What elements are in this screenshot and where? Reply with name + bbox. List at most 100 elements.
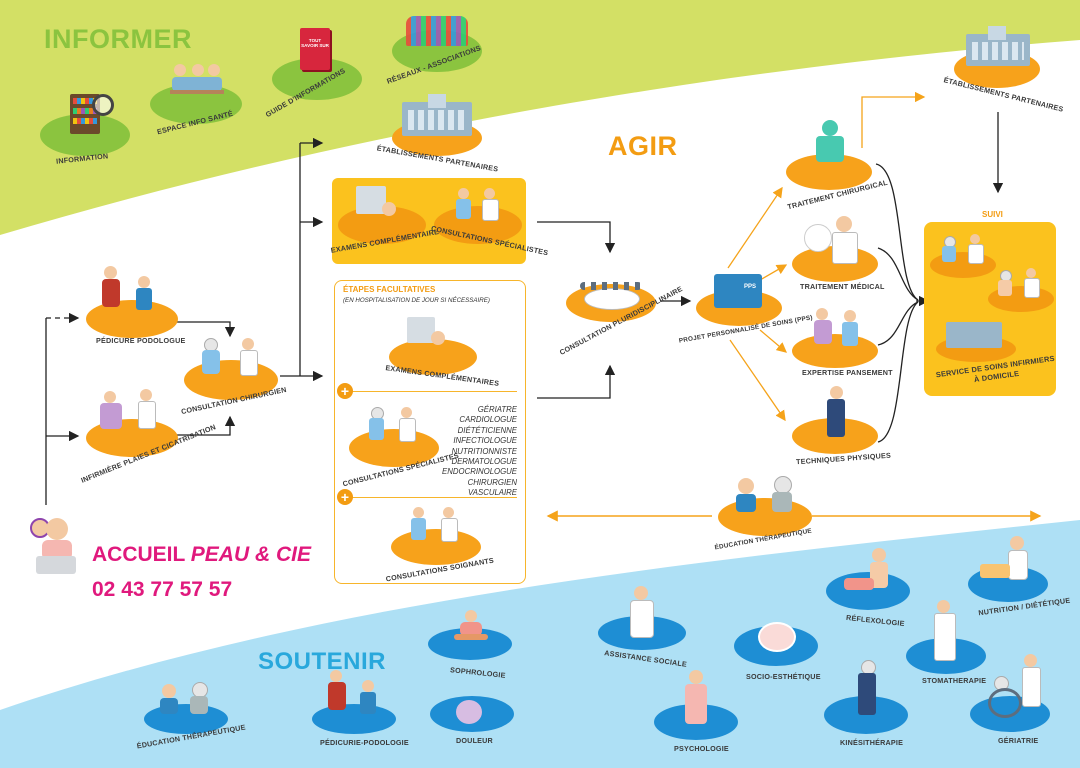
soutenir-psychologie-label: PSYCHOLOGIE: [674, 744, 729, 753]
walker-icon: [822, 386, 852, 440]
specialiste-item: DIÉTÉTICIENNE: [457, 425, 517, 435]
meeting-people-icon: [580, 282, 642, 290]
stoma-nurse-icon: [932, 600, 956, 661]
informer-information: INFORMATION: [40, 92, 130, 166]
reflexology-icon: [844, 548, 898, 596]
techniques-physiques-label: TECHNIQUES PHYSIQUES: [795, 450, 892, 467]
hospital-icon: [402, 94, 472, 136]
chart-bubble-icon: [804, 224, 832, 252]
specialiste-item: NUTRITIONNISTE: [451, 446, 517, 456]
psychologist-icon: [682, 670, 710, 726]
expertise-pansement-label: EXPERTISE PANSEMENT: [802, 368, 893, 377]
specialiste-item: DERMATOLOGUE: [451, 457, 517, 467]
soutenir-geriatrie: GÉRIATRIE: [966, 654, 1070, 750]
divider-2: [345, 497, 517, 498]
doctor-medical-icon: [830, 216, 860, 264]
accueil-label: ACCUEIL: [92, 543, 185, 566]
soutenir-kinesitherapie: KINÉSITHÉRAPIE: [820, 660, 916, 752]
specialists-2-icon: [367, 407, 419, 447]
soutenir-title: SOUTENIR: [258, 648, 387, 675]
meeting-table-icon: [584, 288, 640, 310]
soutenir-geriatrie-label: GÉRIATRIE: [998, 736, 1039, 745]
plus-icon-2: +: [337, 489, 353, 505]
accueil-heading: ACCUEIL PEAU & CIE: [92, 543, 311, 567]
book-icon: TOUT SAVOIR SUR: [300, 28, 330, 70]
meditation-icon: [454, 610, 488, 642]
doctor-icon: [382, 202, 396, 216]
traitement-medical-node: TRAITEMENT MÉDICAL: [786, 210, 886, 294]
hospital-2-icon: [966, 26, 1030, 66]
pedicure-label: PÉDICURE PODOLOGUE: [96, 336, 186, 345]
receptionist-icon: [30, 512, 78, 576]
specialiste-item: INFECTIOLOGUE: [453, 436, 517, 446]
magnifier-icon: [92, 94, 114, 116]
etab-partenaires-2-node: ÉTABLISSEMENTS PARTENAIRES: [943, 24, 1064, 114]
suivi-title: SUIVI: [982, 210, 1003, 219]
caregivers-icon: [409, 507, 461, 547]
dietitian-icon: [980, 536, 1036, 586]
plus-icon-1: +: [337, 383, 353, 399]
soutenir-sophrologie-label: SOPHROLOGIE: [449, 665, 507, 680]
geriatric-icon: [986, 654, 1046, 718]
doctor-2-icon: [431, 331, 445, 345]
agir-title: AGIR: [608, 131, 678, 161]
soutenir-reflexologie: RÉFLEXOLOGIE: [826, 548, 922, 640]
soutenir-socio-esthetique: SOCIO-ESTHÉTIQUE: [732, 610, 822, 690]
surgeon-icon: [812, 120, 848, 164]
consultations-specialistes-2-item: CONSULTATIONS SPÉCIALISTES: [342, 403, 460, 488]
consultations-soignants-item: CONSULTATIONS SOIGNANTS: [385, 503, 495, 583]
pain-face-icon: [456, 700, 482, 724]
accueil-brand: PEAU & CIE: [190, 543, 311, 566]
soutenir-kinesitherapie-label: KINÉSITHÉRAPIE: [840, 738, 904, 747]
informer-title: INFORMER: [44, 24, 192, 54]
book-cover-text: TOUT SAVOIR SUR: [301, 38, 329, 48]
specialiste-item: CHIRURGIEN VASCULAIRE: [467, 477, 517, 498]
soutenir-pedicurie-label: PÉDICURIE-PODOLOGIE: [320, 738, 409, 747]
examens-complementaires-2-item: EXAMENS COMPLÉMENTAIRES: [385, 315, 500, 388]
specialiste-item: GÉRIATRE: [477, 405, 517, 414]
podiatry-icon: [324, 670, 382, 720]
folder-label: PPS: [743, 284, 756, 290]
informer-reseaux: RÉSEAUX - ASSOCIATIONS: [382, 12, 492, 92]
surgeon-consultation-icon: [198, 336, 264, 382]
consultation-chirurgien-node: CONSULTATION CHIRURGIEN: [180, 336, 290, 420]
suivi-consultation-2: [986, 266, 1056, 316]
hospital-3-icon: [946, 322, 1002, 348]
xray-icon: [356, 186, 386, 214]
examens-specialistes-panel: EXAMENS COMPLÉMENTAIRES CONSULTATIONS SP…: [330, 178, 549, 264]
soutenir-psychologie: PSYCHOLOGIE: [652, 666, 742, 754]
folder-icon: PPS: [714, 274, 762, 308]
etab-partenaires-1-node: ÉTABLISSEMENTS PARTENAIRES: [372, 94, 502, 180]
techniques-physiques-node: TECHNIQUES PHYSIQUES: [786, 386, 891, 470]
traitement-medical-label: TRAITEMENT MÉDICAL: [800, 282, 885, 291]
soutenir-reflexologie-label: RÉFLEXOLOGIE: [845, 612, 906, 629]
crowd-icon: [406, 16, 468, 46]
soutenir-socio-esthetique-label: SOCIO-ESTHÉTIQUE: [746, 672, 821, 681]
traitement-chirurgical-node: TRAITEMENT CHIRURGICAL: [780, 120, 890, 211]
education-2-icon: [158, 682, 214, 718]
education-therapeutique-node: ÉDUCATION THÉRAPEUTIQUE: [712, 472, 822, 552]
informer-guide: TOUT SAVOIR SUR GUIDE D'INFORMATIONS: [262, 28, 362, 119]
nurse-wound-icon: [96, 389, 162, 437]
suivi-consultation-1: [930, 232, 1000, 282]
specialistes-list: GÉRIATRE CARDIOLOGUE DIÉTÉTICIENNE INFEC…: [429, 405, 517, 499]
etapes-facultatives-panel: ÉTAPES FACULTATIVES (EN HOSPITALISATION …: [334, 280, 526, 584]
social-worker-icon: [626, 586, 656, 638]
podiatrist-icon: [98, 266, 158, 316]
etapes-subtitle: (EN HOSPITALISATION DE JOUR SI NÉCESSAIR…: [343, 297, 490, 304]
soutenir-sophrologie: SOPHROLOGIE: [422, 610, 522, 682]
suivi-panel: SUIVI SERVICE DE SOINS INFIRMIERS À DOMI…: [924, 210, 1056, 396]
expertise-pansement-node: EXPERTISE PANSEMENT: [790, 302, 893, 382]
soutenir-stomatherapie-label: STOMATHERAPIE: [922, 676, 987, 685]
soutenir-douleur-label: DOULEUR: [456, 736, 493, 745]
divider-1: [345, 391, 517, 392]
informer-band: [0, 0, 1080, 235]
pedicure-node: PÉDICURE PODOLOGUE: [80, 262, 185, 346]
soutenir-stomatherapie: STOMATHERAPIE: [904, 596, 1004, 688]
physio-icon: [854, 660, 882, 718]
informer-espace-info-sante: ESPACE INFO SANTÉ: [150, 60, 245, 136]
specialists-icon: [454, 188, 500, 224]
specialiste-item: ENDOCRINOLOGUE: [442, 467, 517, 477]
xray-2-icon: [407, 317, 435, 343]
